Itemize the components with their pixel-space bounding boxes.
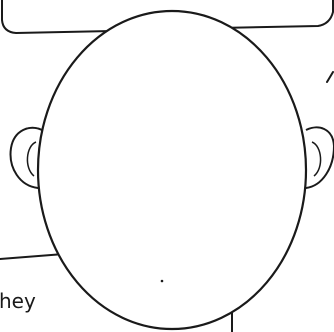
speech-box-top-right xyxy=(218,0,333,28)
speech-box-top-left xyxy=(2,0,112,33)
blank-face-outline-icon xyxy=(11,11,334,329)
fragment-text: hey xyxy=(0,289,36,313)
chin-dot xyxy=(161,280,164,283)
speech-box-left-line xyxy=(0,254,64,259)
head-outline xyxy=(38,11,306,329)
edge-mark xyxy=(327,72,333,82)
